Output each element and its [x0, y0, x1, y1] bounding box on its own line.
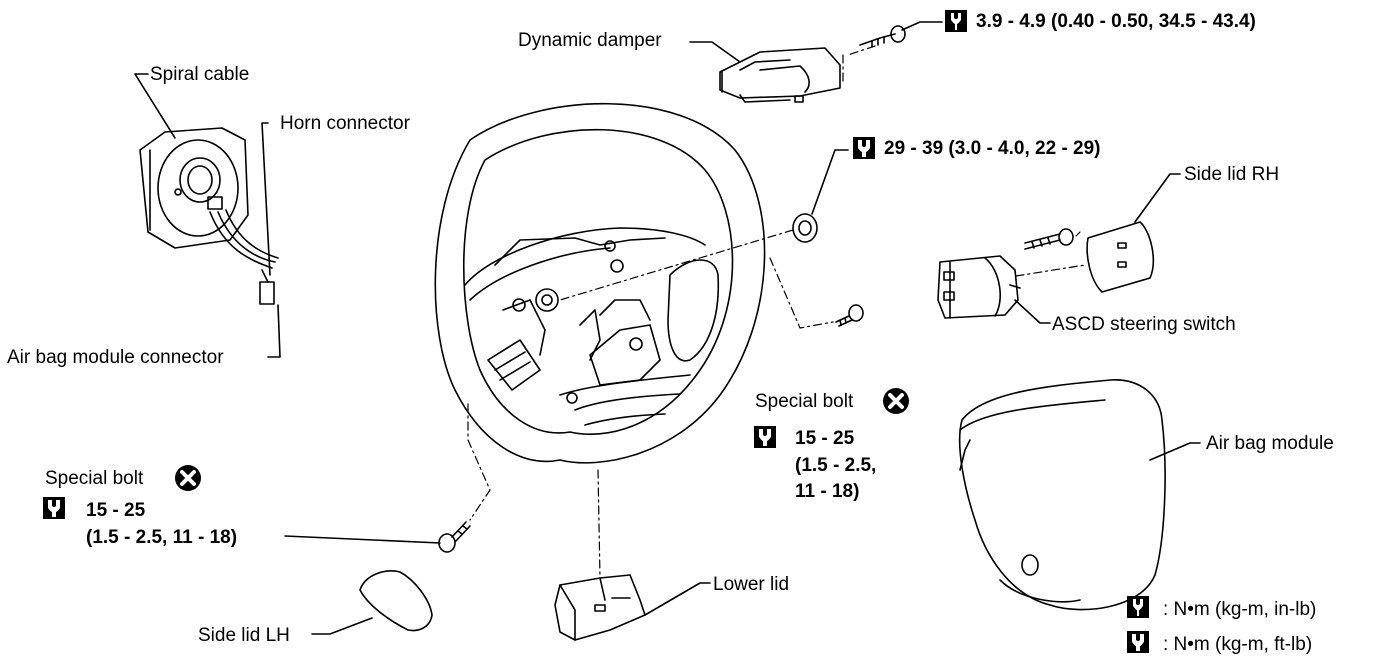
wrench-in-lb-icon	[945, 10, 967, 32]
steering-wheel	[434, 102, 766, 464]
label-side-lid-lh: Side lid LH	[198, 625, 290, 646]
wrench-in-lb-icon	[1127, 596, 1149, 618]
special-bolt-left	[438, 521, 471, 553]
label-ascd-steering-switch: ASCD steering switch	[1052, 314, 1236, 335]
torque-bolt-right-3: 11 - 18)	[795, 481, 860, 502]
legend-in-lb: : N•m (kg-m, in-lb)	[1163, 599, 1317, 620]
torque-bolt-right-2: (1.5 - 2.5,	[795, 455, 877, 476]
x-circle-icon	[173, 463, 203, 493]
wrench-ft-lb-icon	[754, 426, 776, 448]
label-air-bag-module-connector: Air bag module connector	[7, 347, 224, 368]
dynamic-damper	[719, 25, 906, 103]
legend-ft-lb: : N•m (kg-m, ft-lb)	[1163, 634, 1313, 655]
label-special-bolt-right: Special bolt	[755, 391, 854, 412]
torque-nut: 29 - 39 (3.0 - 4.0, 22 - 29)	[884, 138, 1101, 159]
label-lower-lid: Lower lid	[713, 574, 790, 595]
leader-lines	[134, 21, 1201, 635]
label-horn-connector: Horn connector	[280, 113, 410, 134]
side-lid-lh	[359, 570, 433, 632]
side-lid-rh	[1086, 221, 1155, 293]
wrench-ft-lb-icon	[43, 497, 65, 519]
torque-bolt-left-1: 15 - 25	[86, 500, 146, 521]
label-special-bolt-left: Special bolt	[45, 468, 144, 489]
torque-bolt-right-1: 15 - 25	[795, 428, 855, 449]
spiral-cable	[139, 127, 279, 305]
label-air-bag-module: Air bag module	[1206, 433, 1334, 454]
assembly-lines	[467, 45, 1086, 579]
lower-lid	[554, 574, 646, 641]
torque-bolt-left-2: (1.5 - 2.5, 11 - 18)	[86, 527, 238, 548]
label-spiral-cable: Spiral cable	[150, 64, 250, 85]
wrench-ft-lb-icon	[853, 137, 875, 159]
torque-damper: 3.9 - 4.9 (0.40 - 0.50, 34.5 - 43.4)	[976, 11, 1256, 32]
air-bag-module	[958, 379, 1166, 611]
ascd-steering-switch	[937, 228, 1074, 319]
steering-nut	[792, 213, 818, 243]
x-circle-icon	[881, 386, 911, 416]
wrench-ft-lb-icon	[1127, 631, 1149, 653]
special-bolt-right	[835, 304, 864, 327]
label-side-lid-rh: Side lid RH	[1184, 164, 1280, 185]
label-dynamic-damper: Dynamic damper	[518, 30, 662, 51]
